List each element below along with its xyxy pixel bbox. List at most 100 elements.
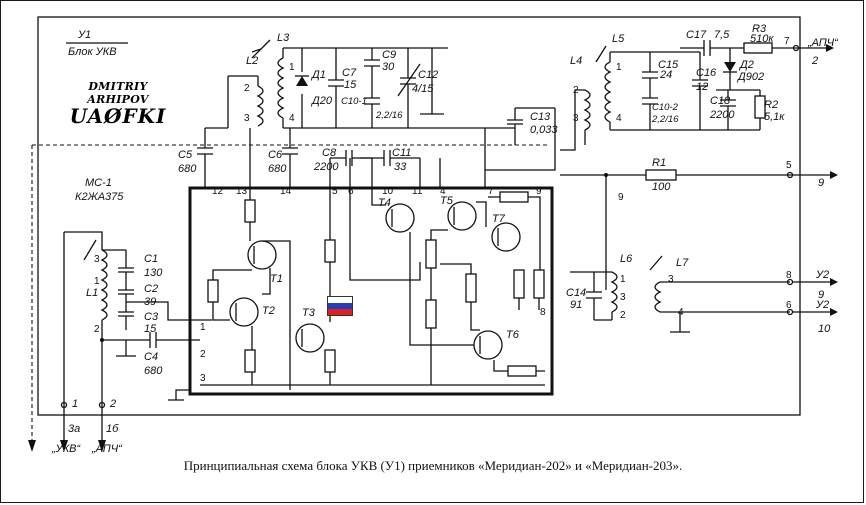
svg-text:С10-1: С10-1: [341, 96, 367, 107]
svg-text:2: 2: [811, 55, 818, 67]
l5-coil: [604, 61, 612, 123]
svg-text:1: 1: [94, 276, 100, 287]
svg-text:15: 15: [144, 323, 157, 335]
svg-text:5,1к: 5,1к: [764, 111, 785, 123]
svg-text:C7: C7: [342, 67, 357, 79]
svg-text:680: 680: [144, 365, 163, 377]
svg-text:3: 3: [668, 274, 674, 285]
svg-text:7,5: 7,5: [714, 29, 730, 41]
svg-text:1б: 1б: [106, 423, 119, 435]
svg-text:„УКВ“: „УКВ“: [51, 443, 82, 455]
svg-text:С10-2: С10-2: [652, 102, 679, 113]
svg-text:14: 14: [280, 186, 292, 197]
svg-text:680: 680: [178, 163, 197, 175]
svg-text:1: 1: [72, 398, 78, 410]
svg-text:C11: C11: [392, 147, 411, 159]
svg-text:L7: L7: [676, 257, 689, 269]
svg-text:2200: 2200: [313, 161, 339, 173]
svg-text:T5: T5: [440, 195, 454, 207]
svg-text:C2: C2: [144, 283, 158, 295]
svg-text:4: 4: [440, 186, 446, 197]
svg-text:7: 7: [488, 186, 494, 197]
svg-text:C6: C6: [268, 149, 283, 161]
svg-text:4: 4: [616, 113, 622, 124]
svg-text:„АПЧ“: „АПЧ“: [91, 443, 123, 455]
svg-text:C16: C16: [696, 67, 717, 79]
transistor-t5: T5: [440, 195, 477, 231]
svg-text:T2: T2: [262, 305, 275, 317]
svg-text:7: 7: [784, 36, 790, 47]
svg-text:3: 3: [244, 113, 250, 124]
svg-text:C8: C8: [322, 147, 337, 159]
svg-text:3: 3: [200, 373, 206, 384]
svg-text:9: 9: [536, 186, 542, 197]
svg-text:1: 1: [620, 274, 626, 285]
svg-text:510к: 510к: [750, 33, 774, 45]
svg-text:2,2/16: 2,2/16: [651, 114, 679, 125]
watermark-author: DMITRIY ARHIPOV: [87, 80, 149, 106]
svg-text:2: 2: [200, 349, 206, 360]
svg-text:C14: C14: [566, 287, 586, 299]
ic-box: [188, 186, 554, 396]
svg-text:3a: 3a: [68, 423, 80, 435]
svg-text:100: 100: [652, 181, 671, 193]
transistor-t7: T7: [491, 213, 521, 252]
svg-text:T1: T1: [270, 273, 283, 285]
svg-text:3: 3: [573, 113, 579, 124]
transistor-t2: T2: [229, 297, 275, 327]
svg-text:9: 9: [818, 177, 824, 189]
svg-text:R1: R1: [652, 157, 666, 169]
l2-coil: [256, 85, 264, 127]
watermark: DMITRIY ARHIPOV UAØFKI: [58, 80, 178, 126]
svg-text:2: 2: [244, 83, 250, 94]
l2-label: L2: [246, 55, 258, 67]
svg-text:C13: C13: [530, 111, 551, 123]
svg-text:У2: У2: [815, 269, 829, 281]
svg-text:T4: T4: [378, 197, 391, 209]
svg-text:2: 2: [620, 310, 626, 321]
svg-text:C5: C5: [178, 149, 193, 161]
svg-text:Д902: Д902: [736, 71, 764, 83]
svg-text:C4: C4: [144, 351, 158, 363]
svg-text:Д2: Д2: [738, 59, 754, 71]
svg-text:2,2/16: 2,2/16: [375, 110, 403, 121]
svg-text:15: 15: [344, 79, 357, 91]
l7-coil: [654, 281, 662, 313]
svg-text:1: 1: [200, 322, 206, 333]
l3-label: L3: [277, 32, 290, 44]
svg-text:3: 3: [94, 254, 100, 265]
svg-text:R3: R3: [752, 23, 767, 35]
l6-coil: [610, 271, 618, 313]
svg-text:L6: L6: [620, 253, 633, 265]
svg-text:13: 13: [236, 186, 248, 197]
svg-text:6: 6: [786, 300, 792, 311]
svg-text:2: 2: [94, 324, 100, 335]
svg-text:24: 24: [659, 69, 672, 81]
svg-text:1: 1: [289, 62, 295, 73]
svg-text:5: 5: [786, 160, 792, 171]
svg-text:C12: C12: [418, 69, 438, 81]
svg-text:1: 1: [616, 62, 622, 73]
svg-text:12: 12: [212, 186, 224, 197]
svg-text:91: 91: [570, 299, 582, 311]
l1-coil: [100, 249, 108, 321]
svg-text:У2: У2: [815, 299, 829, 311]
svg-text:6: 6: [348, 186, 354, 197]
svg-text:T6: T6: [506, 329, 520, 341]
transistor-t3: T3: [295, 307, 325, 353]
svg-text:5: 5: [332, 186, 338, 197]
svg-text:3: 3: [620, 292, 626, 303]
svg-text:8: 8: [786, 270, 792, 281]
svg-text:33: 33: [394, 161, 407, 173]
svg-text:10: 10: [818, 323, 831, 335]
svg-text:„АПЧ“: „АПЧ“: [807, 37, 839, 49]
svg-text:R2: R2: [764, 99, 778, 111]
svg-text:2: 2: [109, 398, 116, 410]
svg-text:2200: 2200: [709, 109, 735, 121]
svg-text:8: 8: [540, 307, 546, 318]
transistor-t6: T6: [473, 329, 520, 360]
svg-text:L1: L1: [86, 287, 98, 299]
watermark-callsign: UAØFKI: [69, 104, 167, 128]
